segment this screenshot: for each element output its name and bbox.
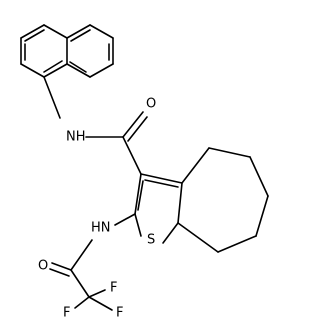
atom-label-acyl-o: O [38,259,48,274]
bond [66,24,91,39]
bond [217,235,257,253]
bond [122,111,144,138]
bond [255,195,269,237]
bond [70,269,90,298]
bond [127,116,148,142]
bond [177,222,219,253]
bond [66,63,91,78]
bond [114,213,136,226]
bond [249,156,269,197]
atom-label-amide-nh: NH [66,130,86,145]
bond [181,147,210,184]
bond [20,63,45,78]
bond [162,222,179,244]
bond [134,173,142,215]
atom-label-thiophene-s: S [147,233,155,248]
bond [74,296,90,309]
bond [140,173,183,184]
atom-label-acyl-nh: HN [91,221,111,236]
bond [177,182,183,224]
bond [88,289,106,298]
atom-label-fluorine: F [110,281,117,296]
atom-label-amide-o: O [146,97,156,112]
bond [89,24,114,39]
bond [122,136,142,175]
bond [43,63,68,78]
bond [43,60,63,73]
bond [69,61,87,73]
bond [134,213,142,237]
bond [51,262,72,271]
bond [43,76,61,119]
bond [88,296,113,311]
bond [89,63,114,78]
bond [208,147,251,158]
bond [137,180,144,211]
bond [70,29,91,42]
bond [144,179,179,188]
atom-label-fluorine: F [63,306,70,321]
bond [49,268,70,277]
bond [24,29,45,42]
bond [43,24,68,39]
bond [70,239,93,271]
atom-label-fluorine: F [116,306,123,321]
bond [20,24,45,39]
molecule-structure: NH O S HN O F F F [20,24,269,321]
